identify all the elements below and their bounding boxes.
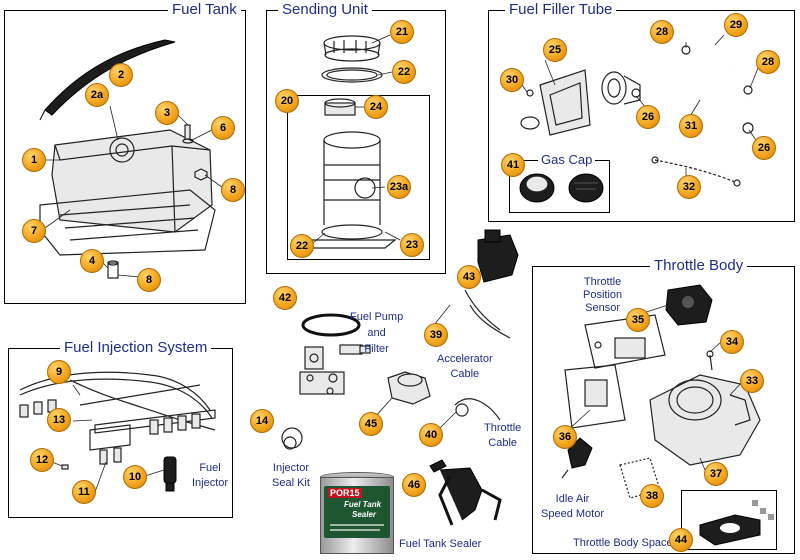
fuel-tank-panel (4, 10, 246, 304)
callout-21[interactable]: 21 (390, 20, 414, 44)
callout-34[interactable]: 34 (720, 330, 744, 354)
callout-14[interactable]: 14 (250, 409, 274, 433)
callout-11[interactable]: 11 (72, 480, 96, 504)
callout-20[interactable]: 20 (275, 89, 299, 113)
idle-air-speed-motor-label: Idle Air Speed Motor (541, 493, 604, 520)
spacer-inset (681, 490, 777, 550)
callout-32[interactable]: 32 (677, 175, 701, 199)
callout-2a[interactable]: 2a (85, 83, 109, 107)
callout-41[interactable]: 41 (501, 153, 525, 177)
throttle-cable-label: Throttle Cable (484, 422, 522, 449)
callout-23[interactable]: 23 (400, 233, 424, 257)
callout-43[interactable]: 43 (457, 265, 481, 289)
callout-40[interactable]: 40 (419, 423, 443, 447)
can-fine-print-2 (330, 529, 380, 531)
callout-6[interactable]: 6 (211, 116, 235, 140)
callout-35[interactable]: 35 (626, 308, 650, 332)
can-title-2: Sealer (352, 510, 377, 519)
callout-12[interactable]: 12 (30, 448, 54, 472)
callout-22-lower[interactable]: 22 (290, 234, 314, 258)
callout-44[interactable]: 44 (669, 528, 693, 552)
callout-8-upper[interactable]: 8 (221, 178, 245, 202)
callout-24[interactable]: 24 (364, 95, 388, 119)
throttle-body-spacer-label: Throttle Body Spacer (573, 537, 677, 549)
fuel-tank-sealer-can: POR15 Fuel Tank Sealer (320, 472, 394, 554)
fuel-injection-panel (8, 348, 233, 518)
fuel-filler-tube-panel (488, 10, 795, 222)
throttle-position-sensor-label: Throttle Position Sensor (583, 276, 623, 314)
callout-37[interactable]: 37 (704, 462, 728, 486)
fuel-pump-filter-label: Fuel Pump and Filter (350, 311, 404, 355)
can-fine-print (330, 524, 384, 526)
throttle-body-title: Throttle Body (650, 257, 748, 274)
can-label: POR15 Fuel Tank Sealer (324, 486, 390, 538)
gas-cap-label: Gas Cap (538, 152, 596, 167)
callout-38[interactable]: 38 (640, 484, 664, 508)
callout-1[interactable]: 1 (22, 148, 46, 172)
callout-22-upper[interactable]: 22 (392, 60, 416, 84)
fuel-injection-title: Fuel Injection System (60, 339, 212, 356)
callout-29[interactable]: 29 (724, 13, 748, 37)
callout-26-left[interactable]: 26 (636, 105, 660, 129)
callout-26-right[interactable]: 26 (752, 136, 776, 160)
callout-39[interactable]: 39 (424, 323, 448, 347)
callout-36[interactable]: 36 (553, 425, 577, 449)
callout-9[interactable]: 9 (47, 360, 71, 384)
fuel-injector-label: Fuel Injector (192, 462, 229, 489)
injector-seal-kit-label: Injector Seal Kit (272, 462, 310, 489)
callout-4[interactable]: 4 (80, 249, 104, 273)
callout-13[interactable]: 13 (47, 408, 71, 432)
fuel-filler-tube-drawing (519, 39, 754, 203)
callout-30[interactable]: 30 (500, 68, 524, 92)
sending-unit-title: Sending Unit (278, 1, 372, 18)
callout-31[interactable]: 31 (679, 114, 703, 138)
callout-3[interactable]: 3 (155, 101, 179, 125)
sending-unit-drawing (298, 35, 397, 249)
callout-46[interactable]: 46 (402, 473, 426, 497)
callout-25[interactable]: 25 (543, 38, 567, 62)
callout-28-left[interactable]: 28 (650, 20, 674, 44)
callout-10[interactable]: 10 (123, 465, 147, 489)
leader-lines (43, 34, 759, 494)
fuel-tank-title: Fuel Tank (168, 1, 241, 18)
pump-module-inset (287, 95, 430, 260)
callout-8-lower[interactable]: 8 (137, 268, 161, 292)
misc-parts-drawing (281, 229, 519, 526)
callout-42[interactable]: 42 (273, 286, 297, 310)
can-brand: POR15 (328, 488, 362, 498)
callout-7[interactable]: 7 (22, 219, 46, 243)
callout-28-right[interactable]: 28 (756, 50, 780, 74)
can-title-1: Fuel Tank (344, 500, 382, 509)
callout-45[interactable]: 45 (359, 412, 383, 436)
callout-23a[interactable]: 23a (387, 175, 411, 199)
callout-2[interactable]: 2 (109, 63, 133, 87)
accelerator-cable-label: Accelerator Cable (437, 353, 493, 380)
fuel-filler-tube-title: Fuel Filler Tube (505, 1, 617, 18)
callout-33[interactable]: 33 (740, 369, 764, 393)
fuel-tank-drawing (39, 39, 216, 279)
throttle-body-drawing (561, 284, 774, 546)
fuel-tank-sealer-label: Fuel Tank Sealer (399, 538, 482, 550)
